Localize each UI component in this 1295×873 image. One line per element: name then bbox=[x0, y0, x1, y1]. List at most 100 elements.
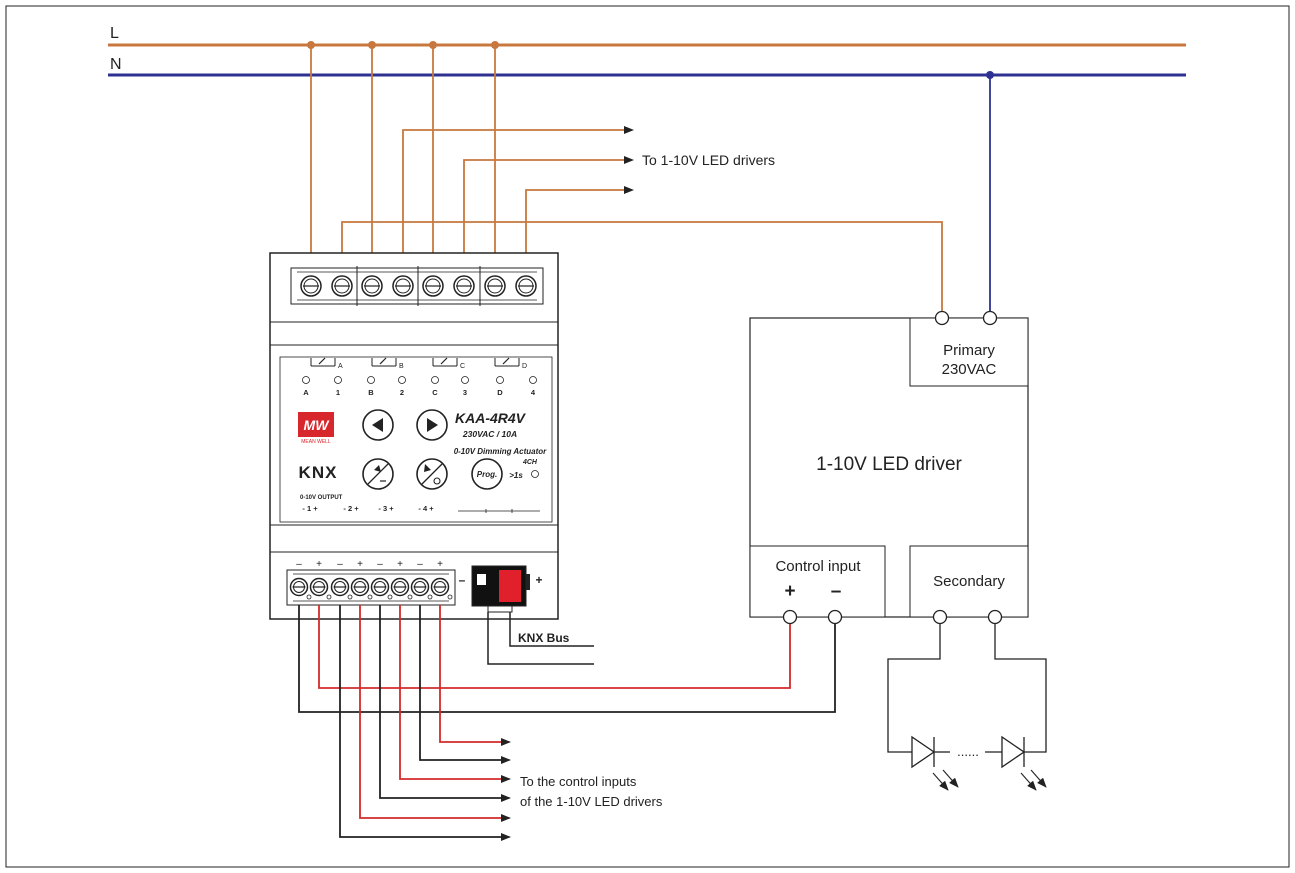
bottom-terminal-1 bbox=[289, 577, 309, 597]
relay-letter: D bbox=[522, 363, 527, 370]
bottom-terminal-3 bbox=[330, 577, 350, 597]
bottom-terminal-7 bbox=[410, 577, 430, 597]
bottom-terminal-2 bbox=[309, 577, 329, 597]
relay-letter: B bbox=[399, 363, 404, 370]
bottom-terminal-8 bbox=[430, 577, 450, 597]
output-channel-labels: - 1 +- 2 +- 3 +- 4 + bbox=[302, 504, 434, 513]
control-wires bbox=[298, 605, 836, 838]
driver-secondary-terminal-1 bbox=[932, 609, 948, 625]
prog-led bbox=[531, 470, 539, 478]
status-led-label: 1 bbox=[336, 388, 340, 397]
top-terminal-7 bbox=[484, 275, 506, 297]
status-led-2: 2 bbox=[398, 376, 406, 397]
live-line-label: L bbox=[110, 25, 119, 42]
diagram-frame bbox=[5, 5, 1290, 868]
top-terminal-8 bbox=[515, 275, 537, 297]
output-label: 0-10V OUTPUT bbox=[300, 495, 343, 501]
led-diode-1 bbox=[911, 735, 959, 791]
knx-logo: KNX bbox=[299, 463, 338, 482]
logo-meanwell-text: MEAN WELL bbox=[301, 439, 331, 445]
top-terminal-5 bbox=[422, 275, 444, 297]
driver-primary-label: Primary bbox=[943, 342, 995, 359]
relay-symbol-a: A bbox=[310, 357, 343, 370]
model-description: 0-10V Dimming Actuator bbox=[454, 447, 547, 456]
prog-button[interactable]: Prog. bbox=[471, 458, 503, 490]
top-terminal-6 bbox=[453, 275, 475, 297]
bottom-polarity-5: – bbox=[377, 559, 383, 570]
dim-down-button[interactable] bbox=[416, 458, 448, 490]
model-channels: 4CH bbox=[522, 459, 538, 466]
bottom-polarity-labels: – + – + – + – + bbox=[296, 559, 443, 570]
status-led-label: 2 bbox=[400, 388, 404, 397]
status-led-3: 3 bbox=[461, 376, 469, 397]
led-diode-2 bbox=[1001, 735, 1047, 791]
led-load-circuit bbox=[887, 623, 1047, 753]
driver-control-terminal-minus bbox=[827, 609, 843, 625]
neutral-line-label: N bbox=[110, 56, 122, 73]
top-terminal-1 bbox=[300, 275, 322, 297]
bottom-polarity-6: + bbox=[397, 559, 403, 570]
bottom-polarity-8: + bbox=[437, 559, 443, 570]
driver-control-terminal-plus bbox=[782, 609, 798, 625]
driver-control-input-label: Control input bbox=[775, 558, 861, 575]
right-arrow-button[interactable] bbox=[416, 409, 448, 441]
relay-letter: A bbox=[338, 363, 343, 370]
driver-secondary-terminal-2 bbox=[987, 609, 1003, 625]
led-driver: Primary 230VAC 1-10V LED driver Control … bbox=[749, 310, 1029, 625]
relay-letter: C bbox=[460, 363, 465, 370]
top-terminal-2 bbox=[331, 275, 353, 297]
driver-primary-terminal-n bbox=[982, 310, 998, 326]
status-led-d: D bbox=[496, 376, 504, 397]
neutral-junction-dot bbox=[986, 71, 994, 79]
led-series-dots: ...... bbox=[957, 744, 979, 759]
meanwell-logo: MW MEAN WELL bbox=[298, 412, 334, 445]
top-terminal-screws bbox=[300, 266, 537, 306]
logo-mw-text: MW bbox=[304, 417, 331, 433]
status-led-label: 4 bbox=[531, 388, 536, 397]
relay-symbol-c: C bbox=[432, 357, 465, 370]
to-led-drivers-label: To 1-10V LED drivers bbox=[642, 152, 775, 168]
driver-control-minus: – bbox=[831, 581, 842, 602]
bottom-terminal-5 bbox=[370, 577, 390, 597]
bottom-polarity-3: – bbox=[337, 559, 343, 570]
output-channel-1: - 1 + bbox=[302, 504, 318, 513]
status-led-b: B bbox=[367, 376, 375, 397]
to-control-inputs-label-2: of the 1-10V LED drivers bbox=[520, 794, 663, 809]
dim-up-button[interactable] bbox=[362, 458, 394, 490]
status-led-label: D bbox=[497, 388, 503, 397]
driver-title: 1-10V LED driver bbox=[816, 454, 962, 475]
bottom-polarity-4: + bbox=[357, 559, 363, 570]
output-channel-3: - 3 + bbox=[378, 504, 394, 513]
live-drop-wires bbox=[310, 45, 496, 286]
driver-control-plus: + bbox=[784, 581, 795, 602]
relay-symbols: A B C D bbox=[310, 357, 527, 370]
bottom-terminal-6 bbox=[390, 577, 410, 597]
knx-plus-label: + bbox=[535, 573, 542, 587]
knx-bus-connector bbox=[471, 565, 530, 613]
control-arrows bbox=[501, 738, 511, 841]
relay-symbol-b: B bbox=[371, 357, 404, 370]
knx-actuator: A B C D A 1 B 2 C 3 D 4 MW MEAN WELL KAA-4R4V 230V… bbox=[269, 252, 559, 620]
bottom-polarity-1: – bbox=[296, 559, 302, 570]
status-led-c: C bbox=[431, 376, 439, 397]
relay-output-arrows bbox=[624, 126, 634, 194]
to-control-inputs-label: To the control inputs bbox=[520, 774, 637, 789]
model-name: KAA-4R4V bbox=[455, 410, 527, 426]
status-led-label: B bbox=[368, 388, 374, 397]
live-junction-dots bbox=[307, 41, 499, 49]
bottom-polarity-2: + bbox=[316, 559, 322, 570]
driver-primary-terminal-l bbox=[934, 310, 950, 326]
bottom-polarity-7: – bbox=[417, 559, 423, 570]
top-terminal-3 bbox=[361, 275, 383, 297]
status-led-label: 3 bbox=[463, 388, 467, 397]
model-rating: 230VAC / 10A bbox=[462, 429, 517, 439]
driver-primary-voltage: 230VAC bbox=[942, 361, 997, 378]
output-channel-4: - 4 + bbox=[418, 504, 434, 513]
left-arrow-button[interactable] bbox=[362, 409, 394, 441]
knx-bus-label: KNX Bus bbox=[518, 631, 570, 645]
top-terminal-4 bbox=[392, 275, 414, 297]
bottom-terminal-4 bbox=[350, 577, 370, 597]
status-led-4: 4 bbox=[529, 376, 537, 397]
